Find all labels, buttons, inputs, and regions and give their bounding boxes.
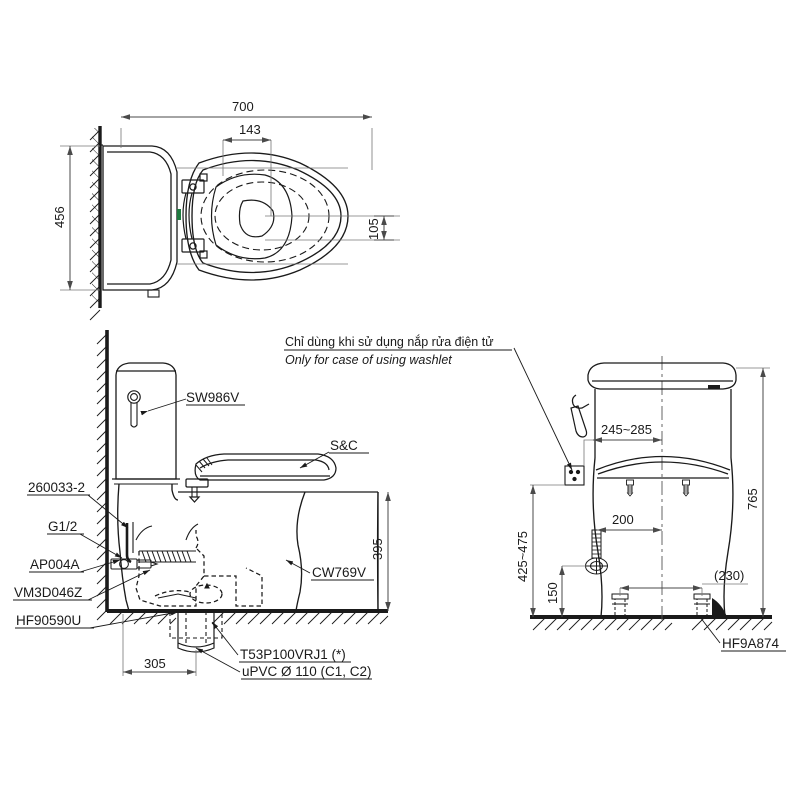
label-tank: SW986V	[186, 390, 239, 405]
dimension-425-475: 425~475	[515, 485, 536, 617]
label-thread: G1/2	[48, 519, 77, 534]
side-view-bowl-contour	[376, 491, 379, 612]
top-view-wall	[89, 126, 102, 321]
label-flexible-hose: VM3D046Z	[14, 585, 82, 600]
washlet-note: Chỉ dùng khi sử dụng nắp rửa điện tử Onl…	[284, 334, 512, 367]
washlet-note-en: Only for case of using washlet	[285, 353, 452, 367]
top-view: 700 143 456 105	[52, 99, 400, 321]
side-view-seat-cover	[185, 453, 337, 503]
dimension-150-text: 150	[545, 582, 560, 604]
side-view-labels: SW986V S&C CW769V 260033-2 G1/2 AP004A V…	[13, 390, 374, 680]
front-view-labels: HF9A874	[699, 616, 786, 652]
label-floor-flange: HF90590U	[16, 613, 81, 628]
top-view-seat-outline	[185, 152, 349, 281]
dimension-143: 143	[223, 122, 271, 143]
dimension-425-475-text: 425~475	[515, 531, 530, 582]
side-view: SW986V S&C CW769V 260033-2 G1/2 AP004A V…	[13, 330, 573, 680]
label-bowl: CW769V	[312, 565, 366, 580]
dimension-245-285-text: 245~285	[601, 422, 652, 437]
dimension-200-text: 200	[612, 512, 634, 527]
label-gasket: 260033-2	[28, 480, 85, 495]
front-view-supply-valve	[585, 529, 608, 575]
top-view-indicator	[177, 209, 181, 220]
side-view-trapway	[135, 530, 263, 607]
dimension-395: 395	[370, 492, 391, 611]
dimension-150: 150	[545, 565, 586, 617]
dimension-456: 456	[52, 146, 73, 290]
side-view-tank	[112, 362, 180, 485]
dimension-143-text: 143	[239, 122, 261, 137]
side-view-bowl	[117, 483, 379, 612]
dimension-245-285: 245~285	[593, 422, 662, 443]
dimension-105-text: 105	[366, 218, 381, 240]
top-view-bowl-ring	[210, 173, 293, 260]
dimension-700: 700	[121, 99, 372, 120]
front-view-power-outlet	[564, 465, 585, 486]
label-seat-cover: S&C	[330, 438, 358, 453]
washlet-note-vn: Chỉ dùng khi sử dụng nắp rửa điện tử	[285, 334, 494, 349]
front-view-bowl	[592, 455, 734, 618]
top-view-seat-hinges	[181, 173, 208, 259]
dimension-230-text: (230)	[714, 568, 744, 583]
side-view-drain-pipe	[169, 611, 223, 653]
side-view-wall	[96, 330, 109, 621]
label-angle-valve: AP004A	[30, 557, 80, 572]
dimension-700-text: 700	[232, 99, 254, 114]
front-view-anchor-bolts	[611, 593, 727, 618]
dimension-305-text: 305	[144, 656, 166, 671]
dimension-200: 200	[597, 512, 662, 533]
side-view-plumbing	[110, 522, 196, 570]
side-view-leaders	[79, 347, 573, 673]
side-view-trapway-solid	[135, 523, 210, 599]
dimension-765: 765	[736, 367, 770, 617]
dimension-105: 105	[366, 215, 394, 241]
dimension-230: (230)	[619, 568, 748, 596]
front-view: 245~285 425~475 150 200 (230)	[515, 356, 786, 652]
front-view-floor	[530, 615, 773, 631]
label-drain-pipe: uPVC Ø 110 (C1, C2)	[242, 664, 372, 679]
front-view-tank	[570, 362, 737, 458]
dimension-395-text: 395	[370, 538, 385, 560]
dimension-765-text: 765	[745, 488, 760, 510]
dimension-456-text: 456	[52, 206, 67, 228]
front-view-seat-bolts	[626, 479, 690, 497]
top-view-tank	[101, 144, 178, 298]
top-view-water-spot	[238, 199, 275, 238]
front-view-outlet-guides	[530, 439, 596, 486]
dimension-305: 305	[122, 614, 197, 676]
label-anchor-bolt: HF9A874	[722, 636, 780, 651]
label-trap-fitting: T53P100VRJ1 (*)	[240, 647, 346, 662]
